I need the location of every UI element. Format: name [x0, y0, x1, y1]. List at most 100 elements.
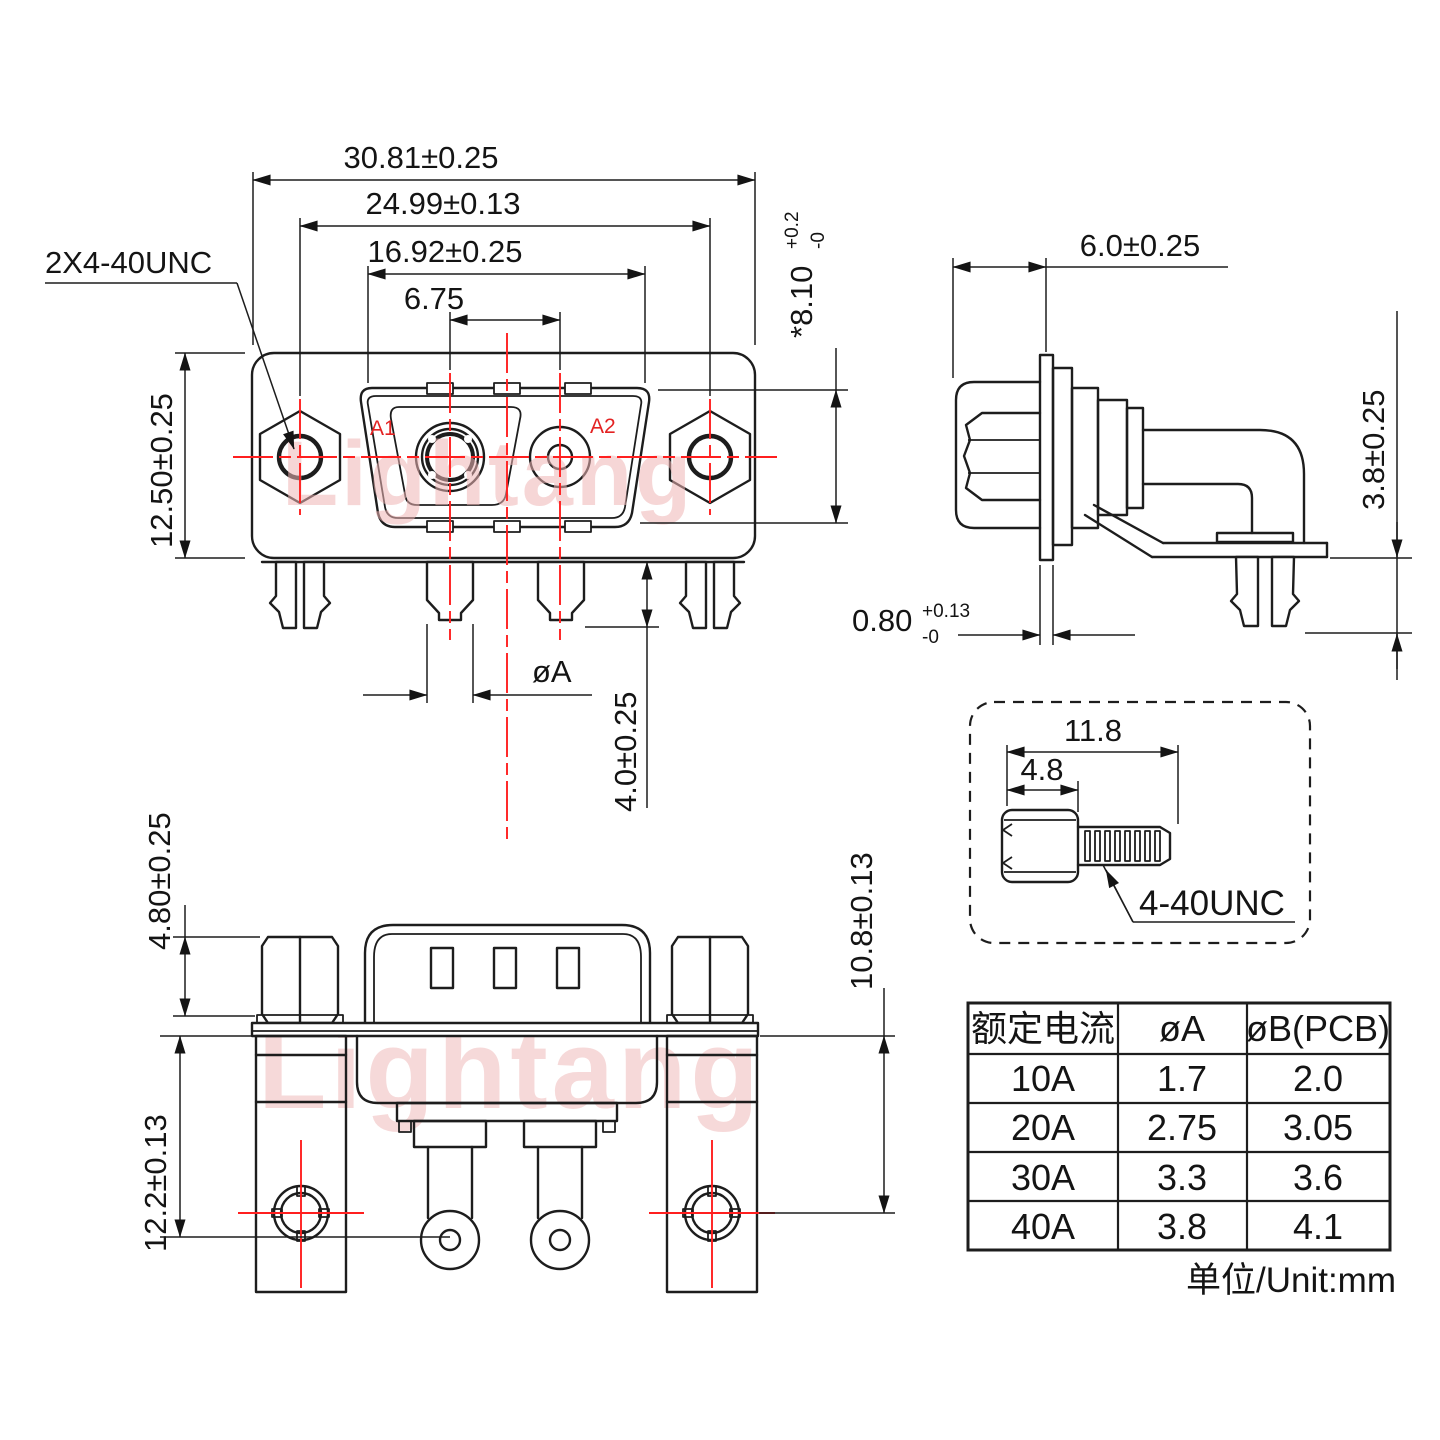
dim-label-nut-height: 4.80±0.25 [142, 812, 177, 950]
side-thumbscrew-profile [962, 411, 1042, 502]
dim-label-height: 12.50±0.25 [144, 393, 179, 548]
table-header-dia-b: øB(PCB) [1246, 1008, 1390, 1049]
dim-label-flange-tolplus: +0.13 [922, 601, 970, 622]
bent-pin-arm-outer [1141, 428, 1306, 545]
dim-label-screw-length: 11.8 [1064, 713, 1122, 748]
dim-label-height-group: 12.50±0.25 [144, 393, 179, 548]
thread-lines [1084, 830, 1161, 862]
board-lock-side [1229, 555, 1301, 628]
table-row: 20A 2.75 3.05 [1011, 1107, 1353, 1148]
board-lock-left [268, 560, 332, 630]
table-cell: 3.05 [1283, 1107, 1353, 1148]
back-shell-inner [373, 933, 642, 1023]
table-row: 10A 1.7 2.0 [1011, 1058, 1343, 1099]
thread-callout-label: 2X4-40UNC [45, 245, 212, 280]
screw-detail-box [968, 700, 1312, 945]
table-cell: 3.6 [1293, 1157, 1343, 1198]
dim-label-insert-height-group: *8.10 +0.2 -0 [782, 211, 829, 338]
signal-pin-front [536, 560, 586, 622]
power-contact-cavity [389, 406, 522, 506]
dim-label-pin-length-group: 4.0±0.25 [608, 692, 643, 812]
thumbscrew-shaft [1076, 825, 1172, 867]
table-cell: 10A [1011, 1058, 1075, 1099]
front-view-centerlines [233, 333, 777, 843]
board-lock-right [678, 560, 742, 630]
power-pin-base [412, 1119, 488, 1149]
signal-pin-base [522, 1119, 598, 1149]
power-pin-tip [419, 1209, 481, 1271]
dim-label-standoff-group: 3.8±0.25 [1356, 390, 1391, 510]
back-view-dimensions [160, 905, 895, 1238]
dim-label-nut-height-group: 4.80±0.25 [142, 812, 177, 950]
side-front-shell [954, 380, 1042, 530]
side-body-step-1 [1051, 366, 1074, 547]
table-grid [968, 1003, 1390, 1250]
insert-inner-shell [366, 395, 643, 519]
dim-label-hole-offset-right-group: 10.8±0.13 [844, 852, 879, 990]
bracket-plate [1083, 503, 1329, 559]
contact-a1-label: A1 [370, 417, 396, 440]
table-cell: 20A [1011, 1107, 1075, 1148]
screw-detail: 11.8 4.8 4-40UNC [968, 700, 1312, 945]
contact-a2-label: A2 [590, 415, 616, 438]
table-row: 30A 3.3 3.6 [1011, 1157, 1343, 1198]
front-view [250, 351, 757, 630]
table-cell: 2.75 [1147, 1107, 1217, 1148]
dim-label-insert-height-tolplus: +0.2 [782, 211, 803, 249]
thumbscrew-head [1000, 808, 1080, 884]
table-header-dia-a: øA [1159, 1008, 1205, 1049]
pin-shafts [426, 1145, 584, 1220]
back-nub-left [398, 1120, 412, 1133]
table-cell: 40A [1011, 1206, 1075, 1247]
back-nub-right [602, 1120, 616, 1133]
dim-label-width-mount: 24.99±0.13 [366, 186, 521, 221]
screw-thread-label: 4-40UNC [1139, 884, 1285, 923]
side-view-dimensions [952, 258, 1412, 680]
watermark-text-top: Lightang [282, 423, 694, 525]
table-row: 40A 3.8 4.1 [1011, 1206, 1343, 1247]
back-pin-slot-2 [492, 946, 518, 990]
side-flange-plate [1038, 353, 1055, 562]
bracket-pad [1215, 531, 1295, 544]
dim-label-screw-head: 4.8 [1020, 752, 1063, 787]
back-flange-bar [250, 1021, 760, 1038]
side-body-step-3 [1096, 398, 1129, 517]
dim-label-hole-offset-right: 10.8±0.13 [844, 852, 879, 990]
dim-label-hole-offset-group: 12.2±0.13 [138, 1114, 173, 1252]
dim-label-depth: 6.0±0.25 [1080, 228, 1200, 263]
head-chevrons [1002, 823, 1013, 870]
dim-label-hole-offset: 12.2±0.13 [138, 1114, 173, 1252]
dim-label-width-insert: 16.92±0.25 [368, 234, 523, 269]
back-view [238, 923, 775, 1294]
spec-table: 额定电流 øA øB(PCB) 10A 1.7 2.0 20A 2.75 3.0… [966, 1001, 1396, 1300]
dim-label-standoff: 3.8±0.25 [1356, 390, 1391, 510]
front-view-dimensions [45, 172, 848, 808]
back-body-step [395, 1101, 619, 1123]
side-view [954, 353, 1329, 628]
table-cell: 4.1 [1293, 1206, 1343, 1247]
dim-label-insert-height: *8.10 [784, 266, 819, 338]
table-cell: 2.0 [1293, 1058, 1343, 1099]
dim-label-width-outer: 30.81±0.25 [344, 140, 499, 175]
table-header-current: 额定电流 [971, 1008, 1115, 1049]
side-body-step-4 [1125, 406, 1145, 510]
back-pin-slot-1 [429, 946, 455, 990]
table-cell: 3.3 [1157, 1157, 1207, 1198]
screw-detail-dimensions [1006, 745, 1295, 923]
back-view-centerlines [238, 1140, 775, 1288]
hex-standoff-right [666, 935, 754, 1025]
table-cell: 30A [1011, 1157, 1075, 1198]
signal-pin-tip [529, 1209, 591, 1271]
unit-note: 单位/Unit:mm [1186, 1261, 1396, 1300]
signal-pin-tip-hole [548, 1228, 572, 1252]
bent-pin-arm-inner [1141, 482, 1254, 535]
dim-label-flange-thickness: 0.80 [852, 603, 912, 638]
back-shell-outer [363, 923, 652, 1025]
dim-label-flange-tolminus: -0 [922, 627, 939, 648]
table-cell: 1.7 [1157, 1058, 1207, 1099]
power-pin-tip-hole [438, 1228, 462, 1252]
table-cell: 3.8 [1157, 1206, 1207, 1247]
side-body-step-2 [1070, 386, 1100, 530]
